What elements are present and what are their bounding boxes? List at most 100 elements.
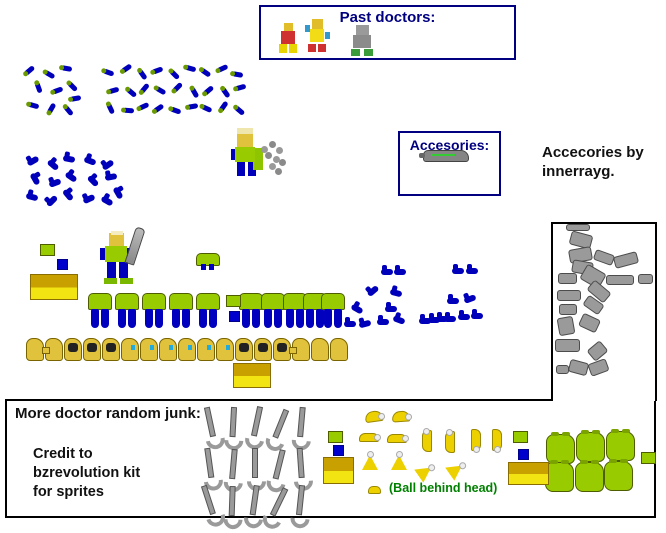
blue-boot-sprite	[104, 173, 118, 181]
arm-limb-sprite	[105, 102, 116, 115]
arm-limb-sprite	[102, 68, 115, 77]
lone-torso-sprite	[196, 253, 220, 270]
gold-helmet-sprite	[311, 338, 329, 361]
gray-accessories-panel	[551, 222, 657, 401]
blue-boot-sprite	[26, 155, 40, 167]
arm-limb-sprite	[200, 103, 213, 114]
gold-helmet-sprite	[26, 338, 44, 361]
gold-helmet-sprite	[289, 338, 310, 361]
accessories-box: Accesories:	[398, 131, 501, 196]
blue-boot-sprite	[112, 186, 124, 200]
arm-limb-sprite	[231, 71, 244, 78]
arm-limb-sprite	[151, 66, 164, 75]
arm-limb-sprite	[189, 86, 200, 99]
blue-boot-sprite	[344, 317, 356, 327]
credit-note-line-2: innerrayg.	[542, 163, 615, 180]
green-square-sprite	[226, 295, 241, 307]
torso-legs-sprite	[196, 293, 220, 330]
arm-limb-sprite	[120, 63, 133, 74]
gold-helmet-sprite	[235, 338, 253, 361]
gold-helmet-sprite	[64, 338, 82, 361]
blue-boot-sprite	[389, 288, 403, 298]
past-doctors-box: Past doctors:	[259, 5, 516, 60]
blue-boot-sprite	[452, 264, 464, 274]
arm-limb-sprite	[139, 82, 150, 95]
arm-limb-sprite	[43, 69, 56, 80]
gold-helmet-sprite	[83, 338, 101, 361]
past-doctors-title: Past doctors:	[339, 9, 436, 26]
torso-legs-sprite	[239, 293, 263, 330]
blue-boot-sprite	[82, 193, 96, 205]
arm-limb-sprite	[216, 63, 229, 74]
blue-boot-sprite	[46, 158, 60, 172]
doctor-with-sword-sprite	[93, 231, 143, 291]
torso-legs-sprite	[88, 293, 112, 330]
sprite-credit-block: Credit to bzrevolution kit for sprites	[33, 445, 140, 502]
arm-limb-sprite	[27, 101, 40, 110]
blue-boot-sprite	[447, 294, 459, 304]
arm-limb-sprite	[154, 85, 167, 96]
smoke-puff-sprite	[261, 146, 268, 153]
sprite-credit-line-2: bzrevolution kit	[33, 465, 141, 481]
gold-helmet-sprite	[121, 338, 139, 361]
torso-legs-sprite	[321, 293, 345, 330]
arm-limb-sprite	[186, 103, 199, 110]
gold-helmet-sprite	[330, 338, 348, 361]
blue-boot-sprite	[381, 265, 393, 275]
torso-legs-sprite	[115, 293, 139, 330]
arm-limb-sprite	[220, 86, 231, 99]
arm-limb-sprite	[233, 105, 246, 116]
arm-limb-sprite	[34, 81, 43, 94]
accessories-credit-note: Accecories by innerrayg.	[542, 143, 644, 181]
arm-limb-sprite	[234, 83, 247, 92]
blue-boot-sprite	[463, 294, 477, 304]
arm-limb-sprite	[218, 100, 229, 113]
blue-boot-sprite	[394, 265, 406, 275]
gold-helmet-sprite	[197, 338, 215, 361]
blue-boot-sprite	[428, 313, 440, 323]
gold-box-sprite	[30, 274, 78, 300]
credit-note-line-1: Accecories by	[542, 144, 644, 161]
blue-boot-sprite	[444, 312, 456, 322]
torso-legs-sprite	[169, 293, 193, 330]
gold-helmet-sprite	[159, 338, 177, 361]
blue-boot-sprite	[385, 302, 397, 312]
gold-box-sprite	[233, 363, 271, 388]
torso-legs-sprite	[303, 293, 327, 330]
blue-boot-sprite	[45, 194, 59, 208]
arm-limb-sprite	[60, 65, 73, 72]
sprite-credit-line-3: for sprites	[33, 484, 104, 500]
random-junk-panel: More doctor random junk: Credit to bzrev…	[5, 399, 656, 518]
arm-limb-sprite	[125, 87, 138, 98]
blue-boot-sprite	[83, 156, 97, 166]
blue-boot-sprite	[101, 159, 115, 171]
blue-boot-sprite	[64, 171, 78, 183]
blue-boot-sprite	[377, 315, 389, 325]
arm-limb-sprite	[202, 85, 215, 96]
torso-legs-sprite	[283, 293, 307, 330]
arm-limb-sprite	[69, 95, 82, 102]
arm-limb-sprite	[171, 81, 184, 94]
blue-boot-sprite	[29, 172, 41, 186]
random-junk-title: More doctor random junk:	[15, 405, 201, 422]
torso-legs-sprite	[261, 293, 285, 330]
blue-boot-sprite	[358, 319, 372, 329]
torso-legs-sprite	[142, 293, 166, 330]
blue-square-sprite	[229, 311, 240, 322]
arm-limb-sprite	[152, 103, 165, 114]
arm-limb-sprite	[169, 106, 182, 115]
arm-limb-sprite	[184, 64, 197, 73]
gold-helmet-sprite	[140, 338, 158, 361]
arm-limb-sprite	[66, 80, 79, 93]
gold-helmet-sprite	[273, 338, 291, 361]
blue-boot-sprite	[25, 192, 39, 202]
doctor-with-cape-sprite	[226, 128, 268, 182]
arm-limb-sprite	[46, 102, 57, 115]
gold-helmet-sprite	[102, 338, 120, 361]
green-square-sprite	[40, 244, 55, 256]
arm-limb-sprite	[199, 67, 212, 78]
arm-limb-sprite	[122, 107, 135, 114]
blue-boot-sprite	[366, 284, 380, 298]
blue-boot-sprite	[466, 264, 478, 274]
